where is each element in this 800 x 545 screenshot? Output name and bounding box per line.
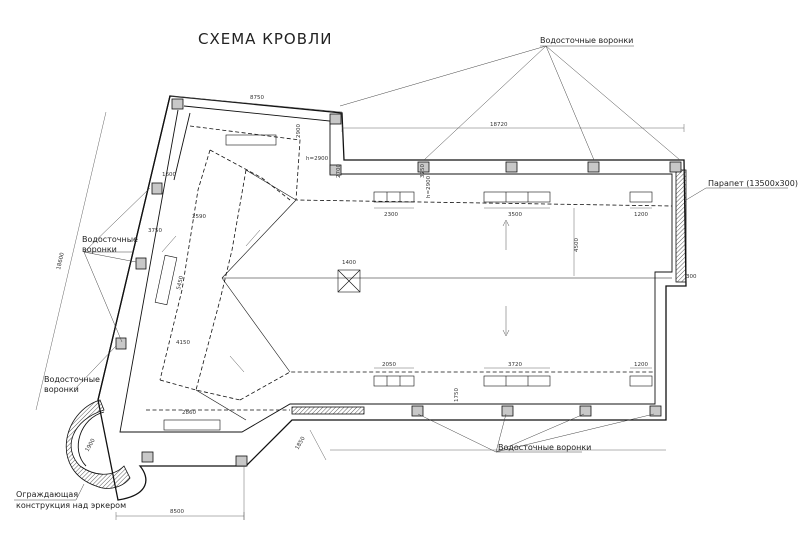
dim-18600: 18600 <box>56 252 66 271</box>
inner-wall <box>119 105 673 433</box>
drawing-title: СХЕМА КРОВЛИ <box>198 30 333 48</box>
dim-2300: 2300 <box>384 212 398 218</box>
leader-lines <box>14 45 788 501</box>
outer-wall <box>97 95 687 501</box>
note-funnels-left-2: воронки <box>82 245 117 254</box>
note-parapet: Парапет (13500х300) <box>708 179 798 188</box>
dim-3720: 3720 <box>508 362 522 368</box>
bottom-hatched-strip <box>291 406 365 415</box>
note-funnels-lower-left-2: воронки <box>44 385 79 394</box>
dim-2050: 2050 <box>382 362 396 368</box>
dim-h2900b: h=2900 <box>426 175 432 198</box>
dim-18720: 18720 <box>490 122 508 128</box>
dim-1750: 1750 <box>454 388 460 402</box>
dim-1900: 1900 <box>85 437 97 453</box>
roof-slopes <box>146 125 673 421</box>
note-fence-1: Ограждающая <box>16 490 78 499</box>
dim-8500: 8500 <box>170 509 184 515</box>
equipment-blocks <box>154 134 653 431</box>
dim-4500: 4500 <box>574 238 580 252</box>
note-funnels-left-1: Водосточные <box>82 235 138 244</box>
dim-h2900a: h=2900 <box>306 156 329 162</box>
dim-1400: 1400 <box>342 260 356 266</box>
dim-300: 300 <box>686 274 697 280</box>
roof-hatch <box>337 269 361 293</box>
dim-1200a: 1200 <box>634 212 648 218</box>
dim-2900: 2900 <box>296 124 302 138</box>
bay-fence <box>65 399 131 489</box>
dim-1200b: 1200 <box>634 362 648 368</box>
drain-funnels <box>115 98 682 467</box>
note-funnels-lower-left-1: Водосточные <box>44 375 100 384</box>
dim-1850: 1850 <box>295 435 307 451</box>
dim-4150: 4150 <box>176 340 190 346</box>
dim-2590: 2590 <box>192 214 206 220</box>
dim-1600: 1600 <box>162 172 176 178</box>
note-funnels-top: Водосточные воронки <box>540 36 633 45</box>
dimension-lines <box>35 95 685 520</box>
dim-3750b: 3750 <box>148 228 162 234</box>
parapet-strip <box>675 169 687 283</box>
slope-arrows <box>161 219 510 373</box>
dim-2700: 2700 <box>336 164 342 178</box>
note-fence-2: конструкция над эркером <box>16 501 126 510</box>
dim-2860: 2860 <box>182 410 196 416</box>
note-funnels-bottom: Водосточные воронки <box>498 443 591 452</box>
dim-8750: 8750 <box>250 95 264 101</box>
dim-3500: 3500 <box>508 212 522 218</box>
dimension-texts: 8750 18720 2900 2700 3750 h=2900 h=2900 … <box>56 95 697 515</box>
dim-5450: 5450 <box>176 275 185 290</box>
dim-3750: 3750 <box>420 164 426 178</box>
